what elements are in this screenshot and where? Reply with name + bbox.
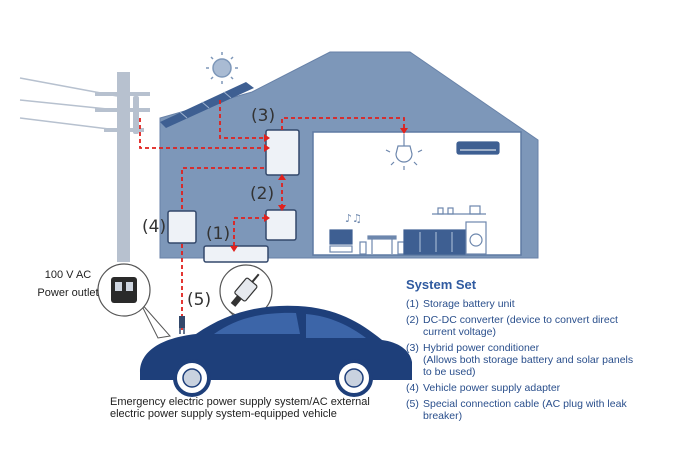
solar-panel (160, 82, 254, 128)
vehicle (140, 305, 412, 397)
legend-item: (4) Vehicle power supply adapter (406, 382, 691, 394)
utility-pole (19, 72, 150, 262)
system-set-legend: System Set (1) Storage battery unit (2) … (406, 277, 691, 426)
legend-item-text: Special connection cable (AC plug with l… (423, 398, 627, 422)
outlet-label-line2: Power outlet (37, 287, 99, 299)
legend-item-number: (3) (406, 342, 419, 354)
marker-3: (3) (251, 106, 275, 126)
sun-icon (206, 52, 238, 84)
legend-item-text: DC-DC converter (device to convert direc… (423, 314, 618, 338)
flow-arrowheads (230, 128, 408, 252)
marker-2: (2) (250, 184, 274, 204)
power-outlet-icon (111, 277, 137, 303)
marker-1: (1) (206, 224, 230, 244)
charging-cable (179, 316, 185, 334)
legend-item: (3) Hybrid power conditioner (Allows bot… (406, 342, 691, 378)
power-flow-lines (139, 100, 405, 330)
legend-item: (2) DC-DC converter (device to convert d… (406, 314, 691, 338)
cable-plug-icon (230, 273, 260, 307)
legend-item-text: Hybrid power conditioner (Allows both st… (423, 342, 634, 378)
marker-5: (5) (187, 290, 211, 310)
legend-item-text: Vehicle power supply adapter (423, 382, 561, 394)
lamp-icon (395, 145, 413, 163)
dining-table (367, 235, 397, 240)
interior-furniture: ♪♫ (329, 134, 500, 255)
car-window (214, 312, 300, 334)
air-conditioner-icon (456, 141, 500, 155)
legend-item-number: (1) (406, 298, 419, 310)
legend-item-number: (4) (406, 382, 419, 394)
legend-item: (5) Special connection cable (AC plug wi… (406, 398, 691, 422)
legend-item-number: (2) (406, 314, 419, 326)
equipment (167, 129, 300, 263)
legend-title: System Set (406, 277, 477, 292)
outlet-callout (97, 263, 171, 339)
hybrid-power-conditioner (265, 129, 300, 176)
tv-icon (329, 229, 353, 245)
legend-item-number: (5) (406, 398, 419, 410)
car-window (306, 314, 366, 338)
vehicle-caption: Emergency electric power supply system/A… (110, 396, 370, 420)
outlet-label: 100 V AC Power outlet (22, 266, 114, 302)
legend-item-text: Storage battery unit (423, 298, 515, 310)
svg-text:♪♫: ♪♫ (345, 212, 362, 225)
vehicle-power-supply-adapter (167, 210, 197, 244)
outlet-label-line1: 100 V AC (44, 269, 92, 281)
legend-item: (1) Storage battery unit (406, 298, 691, 310)
washing-machine-icon (465, 221, 487, 255)
dc-dc-converter (265, 209, 297, 241)
marker-4: (4) (142, 217, 166, 237)
